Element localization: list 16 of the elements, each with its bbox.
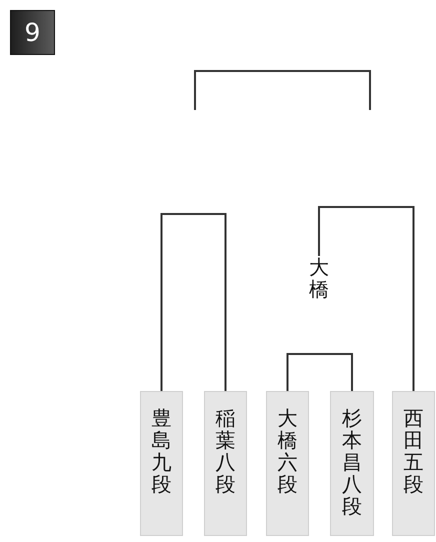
connector-line xyxy=(160,213,226,391)
player-name: 稲葉八段 xyxy=(216,407,236,495)
name-plate xyxy=(392,391,435,536)
name-plate xyxy=(204,391,247,536)
name-plate xyxy=(140,391,183,536)
connector-line xyxy=(286,353,353,391)
connector-line xyxy=(318,206,414,391)
number-tile xyxy=(10,10,55,55)
name-plate xyxy=(330,391,374,536)
section-number: 9 xyxy=(24,20,40,45)
player-name: 豊島九段 xyxy=(152,407,172,495)
player-name: 西田五段 xyxy=(404,407,424,495)
player-name: 大橋六段 xyxy=(278,407,298,495)
winner-name: 大橋 xyxy=(309,256,329,300)
player-name: 杉本昌八段 xyxy=(342,407,362,517)
name-plate xyxy=(266,391,309,536)
